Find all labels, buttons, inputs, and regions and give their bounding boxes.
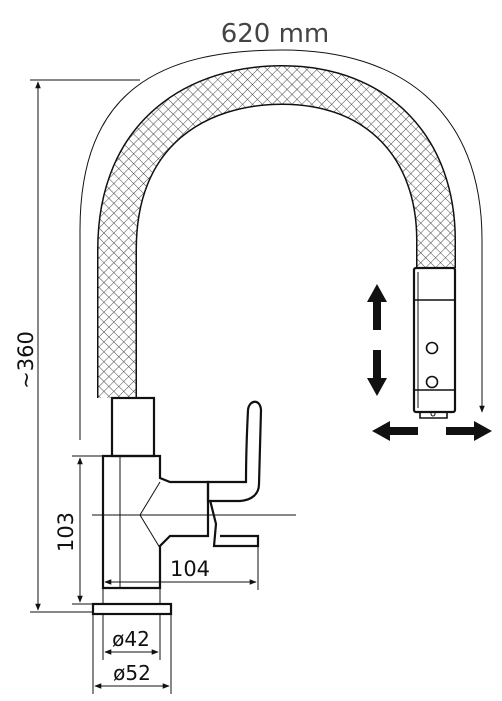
base-height-dimension: 103 <box>54 455 103 605</box>
spray-button-icon <box>425 341 439 355</box>
spray-button-icon <box>425 375 439 389</box>
height-dimension: ~360 <box>14 79 140 613</box>
outer-diameter-dimension: ø52 <box>92 614 172 694</box>
base-height-label: 103 <box>54 512 78 552</box>
braided-hose <box>97 64 456 398</box>
arc-length-label: 620 mm <box>221 19 330 49</box>
arc-length-dimension: 620 mm <box>79 19 485 440</box>
spray-head <box>412 266 457 419</box>
height-label: ~360 <box>14 331 38 389</box>
left-right-arrows-icon <box>372 421 492 441</box>
outer-diameter-label: ø52 <box>113 661 151 685</box>
up-down-arrows-icon <box>367 284 387 396</box>
lever-reach-dimension: 104 <box>102 546 259 596</box>
lever-reach-label: 104 <box>170 557 210 581</box>
inner-diameter-dimension: ø42 <box>102 614 161 660</box>
inner-diameter-label: ø42 <box>112 627 150 651</box>
